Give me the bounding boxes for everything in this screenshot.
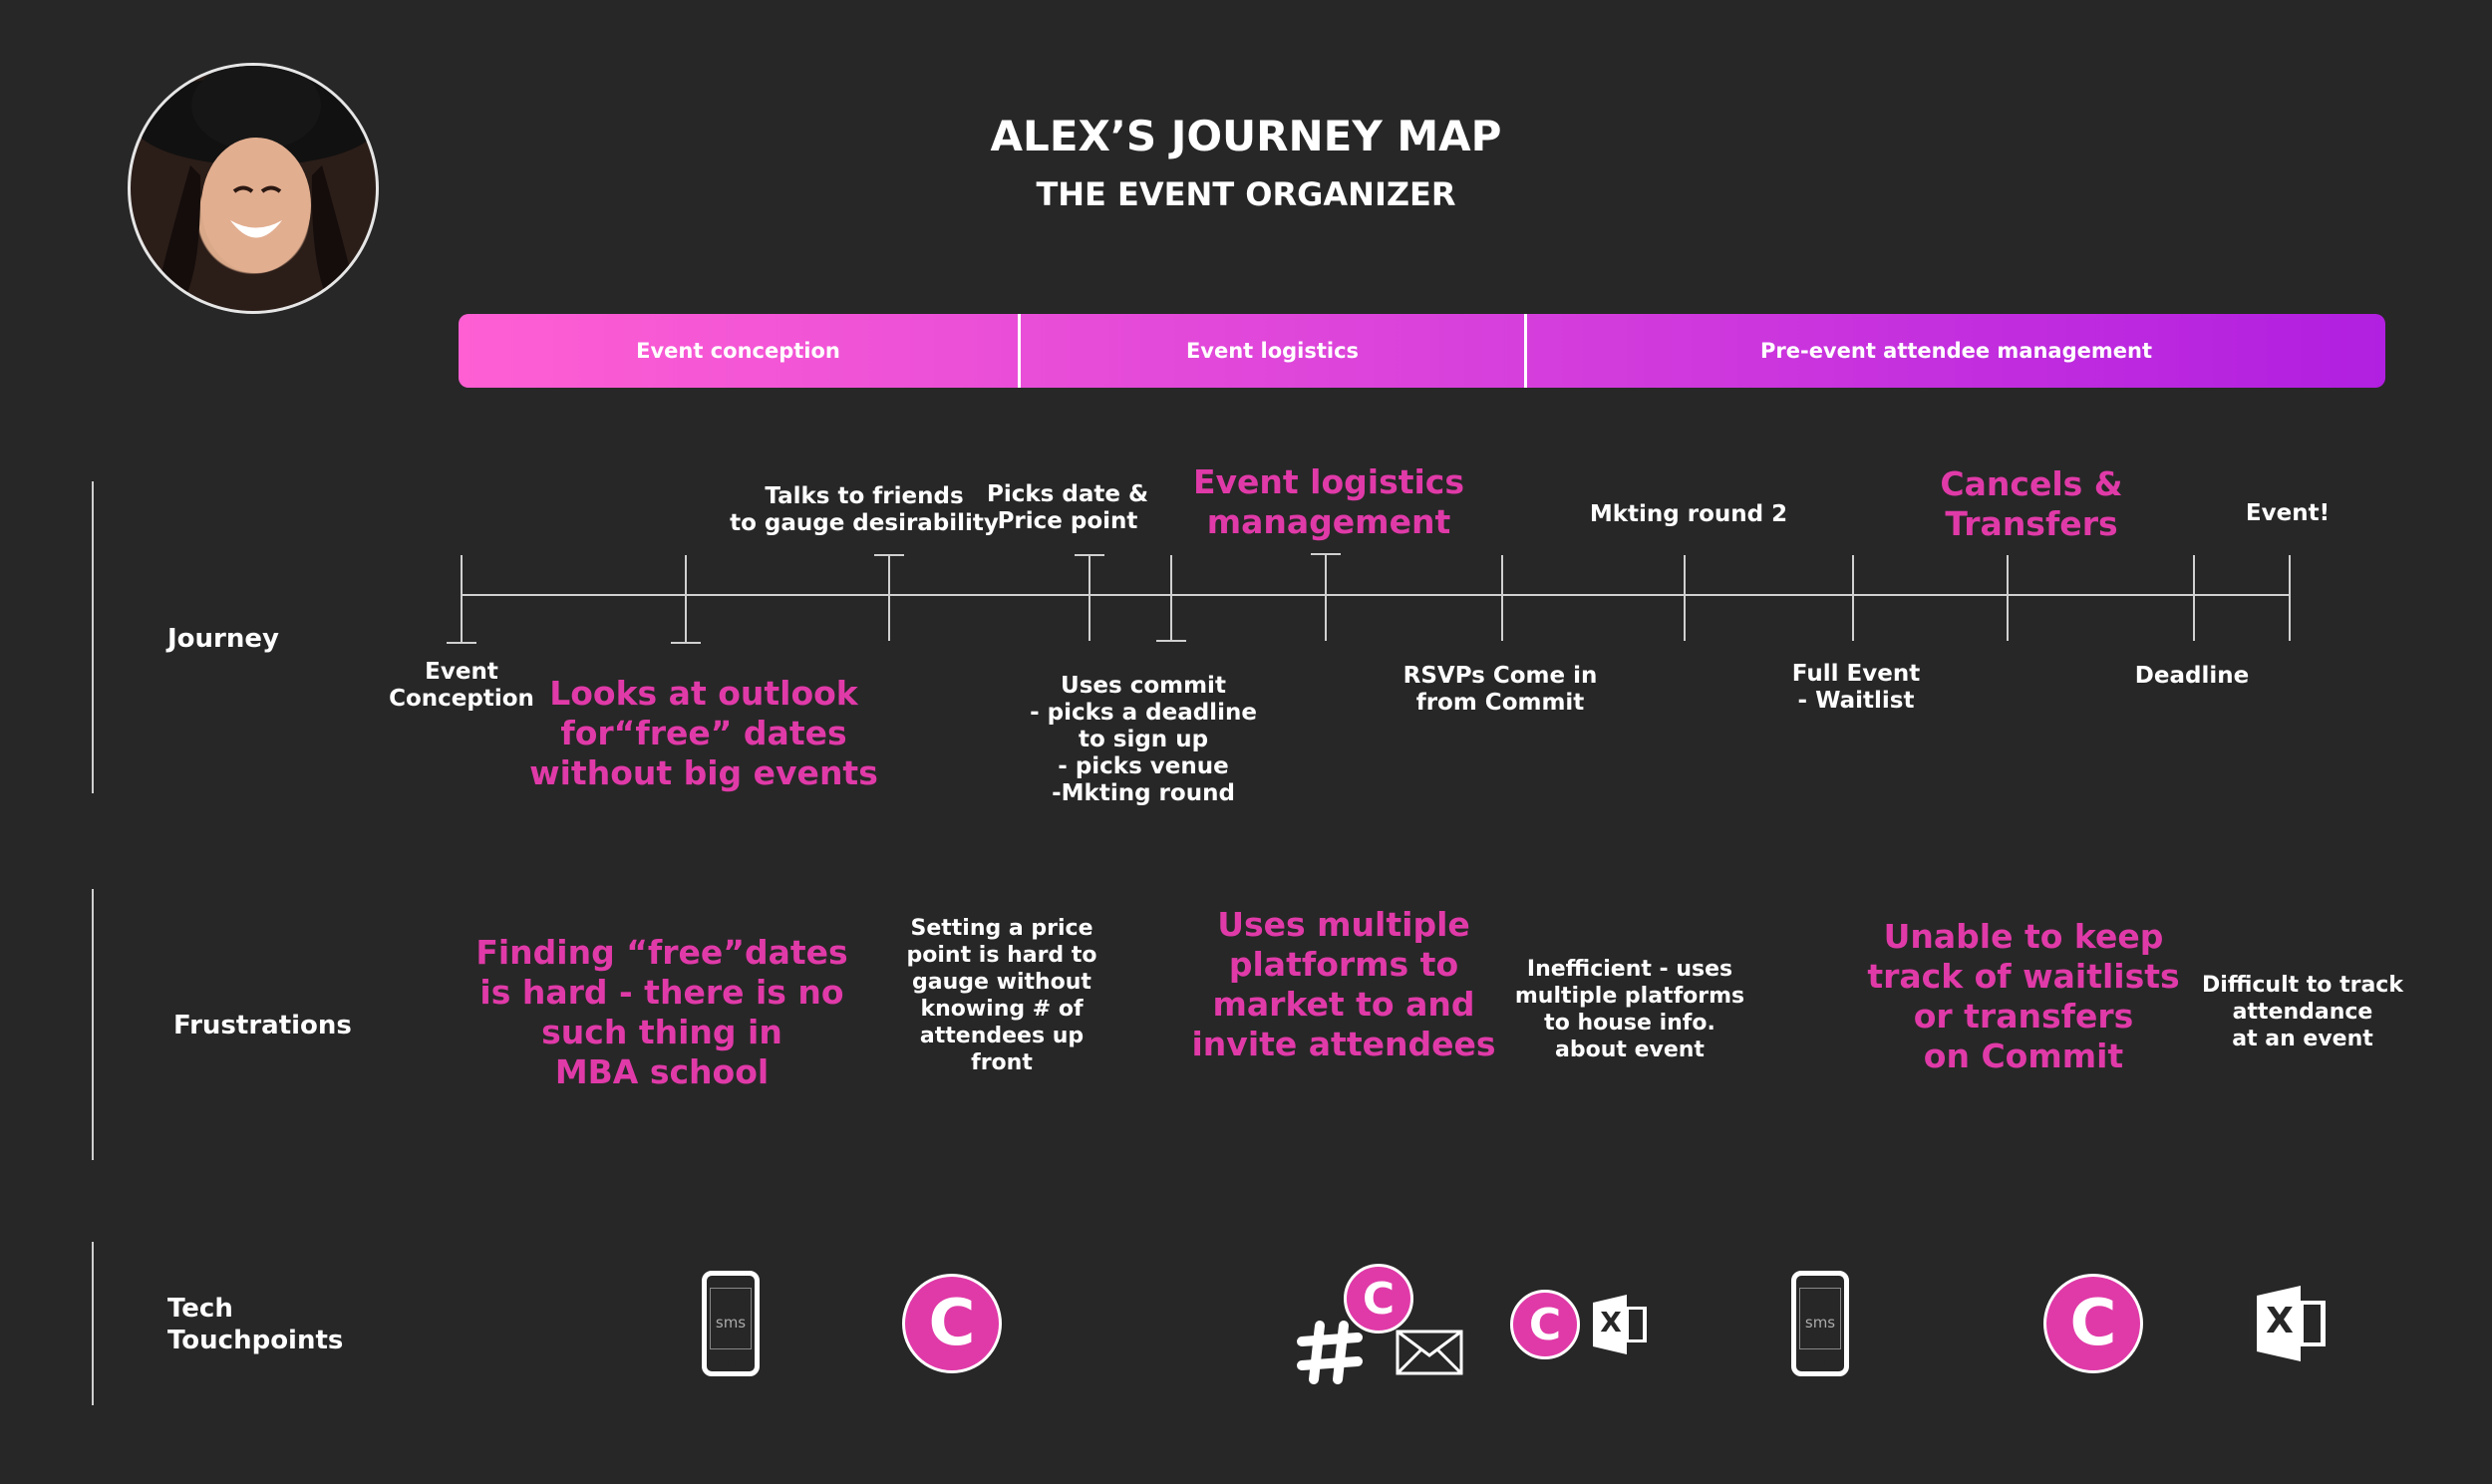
row-label-journey: Journey xyxy=(167,624,279,654)
phone-screen xyxy=(710,1288,752,1349)
excel-glyph xyxy=(1593,1295,1647,1354)
commit-icon: C xyxy=(902,1274,1002,1373)
journey-mkting-round-2: Mkting round 2 xyxy=(1589,501,1788,527)
frustration-waitlists-transfers: Unable to keep track of waitlists or tra… xyxy=(1867,917,2180,1075)
commit-letter: C xyxy=(2069,1287,2117,1360)
commit-letter: C xyxy=(1362,1273,1396,1325)
journey-looks-at-outlook: Looks at outlook for“free” dates without… xyxy=(529,674,878,792)
phase-bar: Event conception Event logistics Pre-eve… xyxy=(459,314,2385,388)
excel-icon: X xyxy=(2257,1286,2327,1361)
avatar-illustration xyxy=(132,66,376,311)
excel-glyph xyxy=(2257,1286,2326,1361)
row-divider-journey xyxy=(92,481,94,793)
phone-screen xyxy=(1799,1288,1841,1349)
sms-label: sms xyxy=(715,1314,747,1332)
journey-full-event: Full Event - Waitlist xyxy=(1791,661,1921,714)
frustration-inefficient: Inefficient - uses multiple platforms to… xyxy=(1514,957,1745,1062)
avatar xyxy=(128,63,379,314)
envelope-glyph xyxy=(1396,1330,1463,1375)
commit-icon: C xyxy=(1344,1264,1413,1334)
phone-sms-icon: sms xyxy=(1791,1271,1849,1376)
commit-letter: C xyxy=(928,1287,976,1360)
journey-picks-date: Picks date & Price point xyxy=(986,481,1148,534)
sms-label: sms xyxy=(1804,1314,1836,1332)
phase-event-conception: Event conception xyxy=(636,339,840,363)
row-divider-tech xyxy=(92,1242,94,1405)
journey-rsvps: RSVPs Come in from Commit xyxy=(1402,663,1598,716)
excel-letter: X xyxy=(1600,1306,1622,1338)
journey-deadline: Deadline xyxy=(2134,663,2250,689)
phase-divider xyxy=(1018,314,1021,388)
frustration-track-attendance: Difficult to track attendance at an even… xyxy=(2202,973,2403,1051)
journey-cancels-transfers: Cancels & Transfers xyxy=(1940,464,2123,543)
phase-divider xyxy=(1524,314,1527,388)
mail-icon xyxy=(1396,1330,1463,1375)
phone-home-button xyxy=(1817,1359,1825,1367)
phone-home-button xyxy=(728,1359,736,1367)
slack-icon xyxy=(1296,1318,1366,1387)
row-label-frustrations: Frustrations xyxy=(173,1011,352,1040)
commit-letter: C xyxy=(1528,1299,1562,1350)
page-title: ALEX’S JOURNEY MAP xyxy=(990,112,1502,160)
journey-event: Event! xyxy=(2245,500,2331,526)
journey-event-conception: Event Conception xyxy=(389,659,534,712)
excel-letter: X xyxy=(2266,1301,2294,1341)
frustration-multiple-platforms: Uses multiple platforms to market to and… xyxy=(1191,905,1496,1063)
page-subtitle: THE EVENT ORGANIZER xyxy=(1036,175,1456,213)
journey-uses-commit: Uses commit - picks a deadline to sign u… xyxy=(1030,673,1257,806)
row-label-tech-touchpoints: Tech Touchpoints xyxy=(167,1294,344,1355)
phone-sms-icon: sms xyxy=(702,1271,760,1376)
frustration-finding-free-dates: Finding “free”dates is hard - there is n… xyxy=(475,933,848,1091)
hash-glyph xyxy=(1297,1321,1363,1384)
commit-icon: C xyxy=(2043,1274,2143,1373)
journey-event-logistics-management: Event logistics management xyxy=(1192,462,1465,541)
commit-icon: C xyxy=(1510,1290,1580,1359)
phase-event-logistics: Event logistics xyxy=(1185,339,1360,363)
phase-pre-event-attendee-management: Pre-event attendee management xyxy=(1759,339,2152,363)
excel-icon: X xyxy=(1593,1295,1648,1354)
frustration-setting-price-point: Setting a price point is hard to gauge w… xyxy=(906,916,1097,1075)
row-divider-frustrations xyxy=(92,889,94,1160)
journey-talks-to-friends: Talks to friends to gauge desirability xyxy=(730,483,999,536)
